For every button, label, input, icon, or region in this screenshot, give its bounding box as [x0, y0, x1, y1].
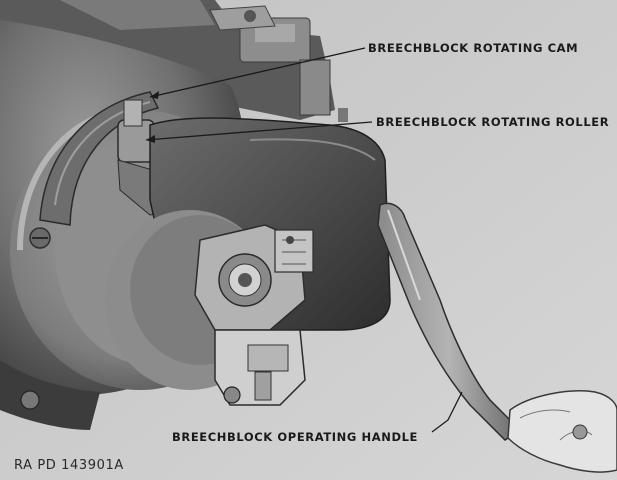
- callout-breechblock-rotating-roller: BREECHBLOCK ROTATING ROLLER: [376, 115, 610, 129]
- roller-leader-line: [145, 121, 373, 141]
- cam-leader-line: [149, 47, 366, 98]
- handle-leader-line: [431, 391, 463, 433]
- plate-number: RA PD 143901A: [14, 458, 124, 473]
- callout-breechblock-operating-handle: BREECHBLOCK OPERATING HANDLE: [172, 430, 419, 444]
- callout-breechblock-rotating-cam: BREECHBLOCK ROTATING CAM: [368, 41, 579, 55]
